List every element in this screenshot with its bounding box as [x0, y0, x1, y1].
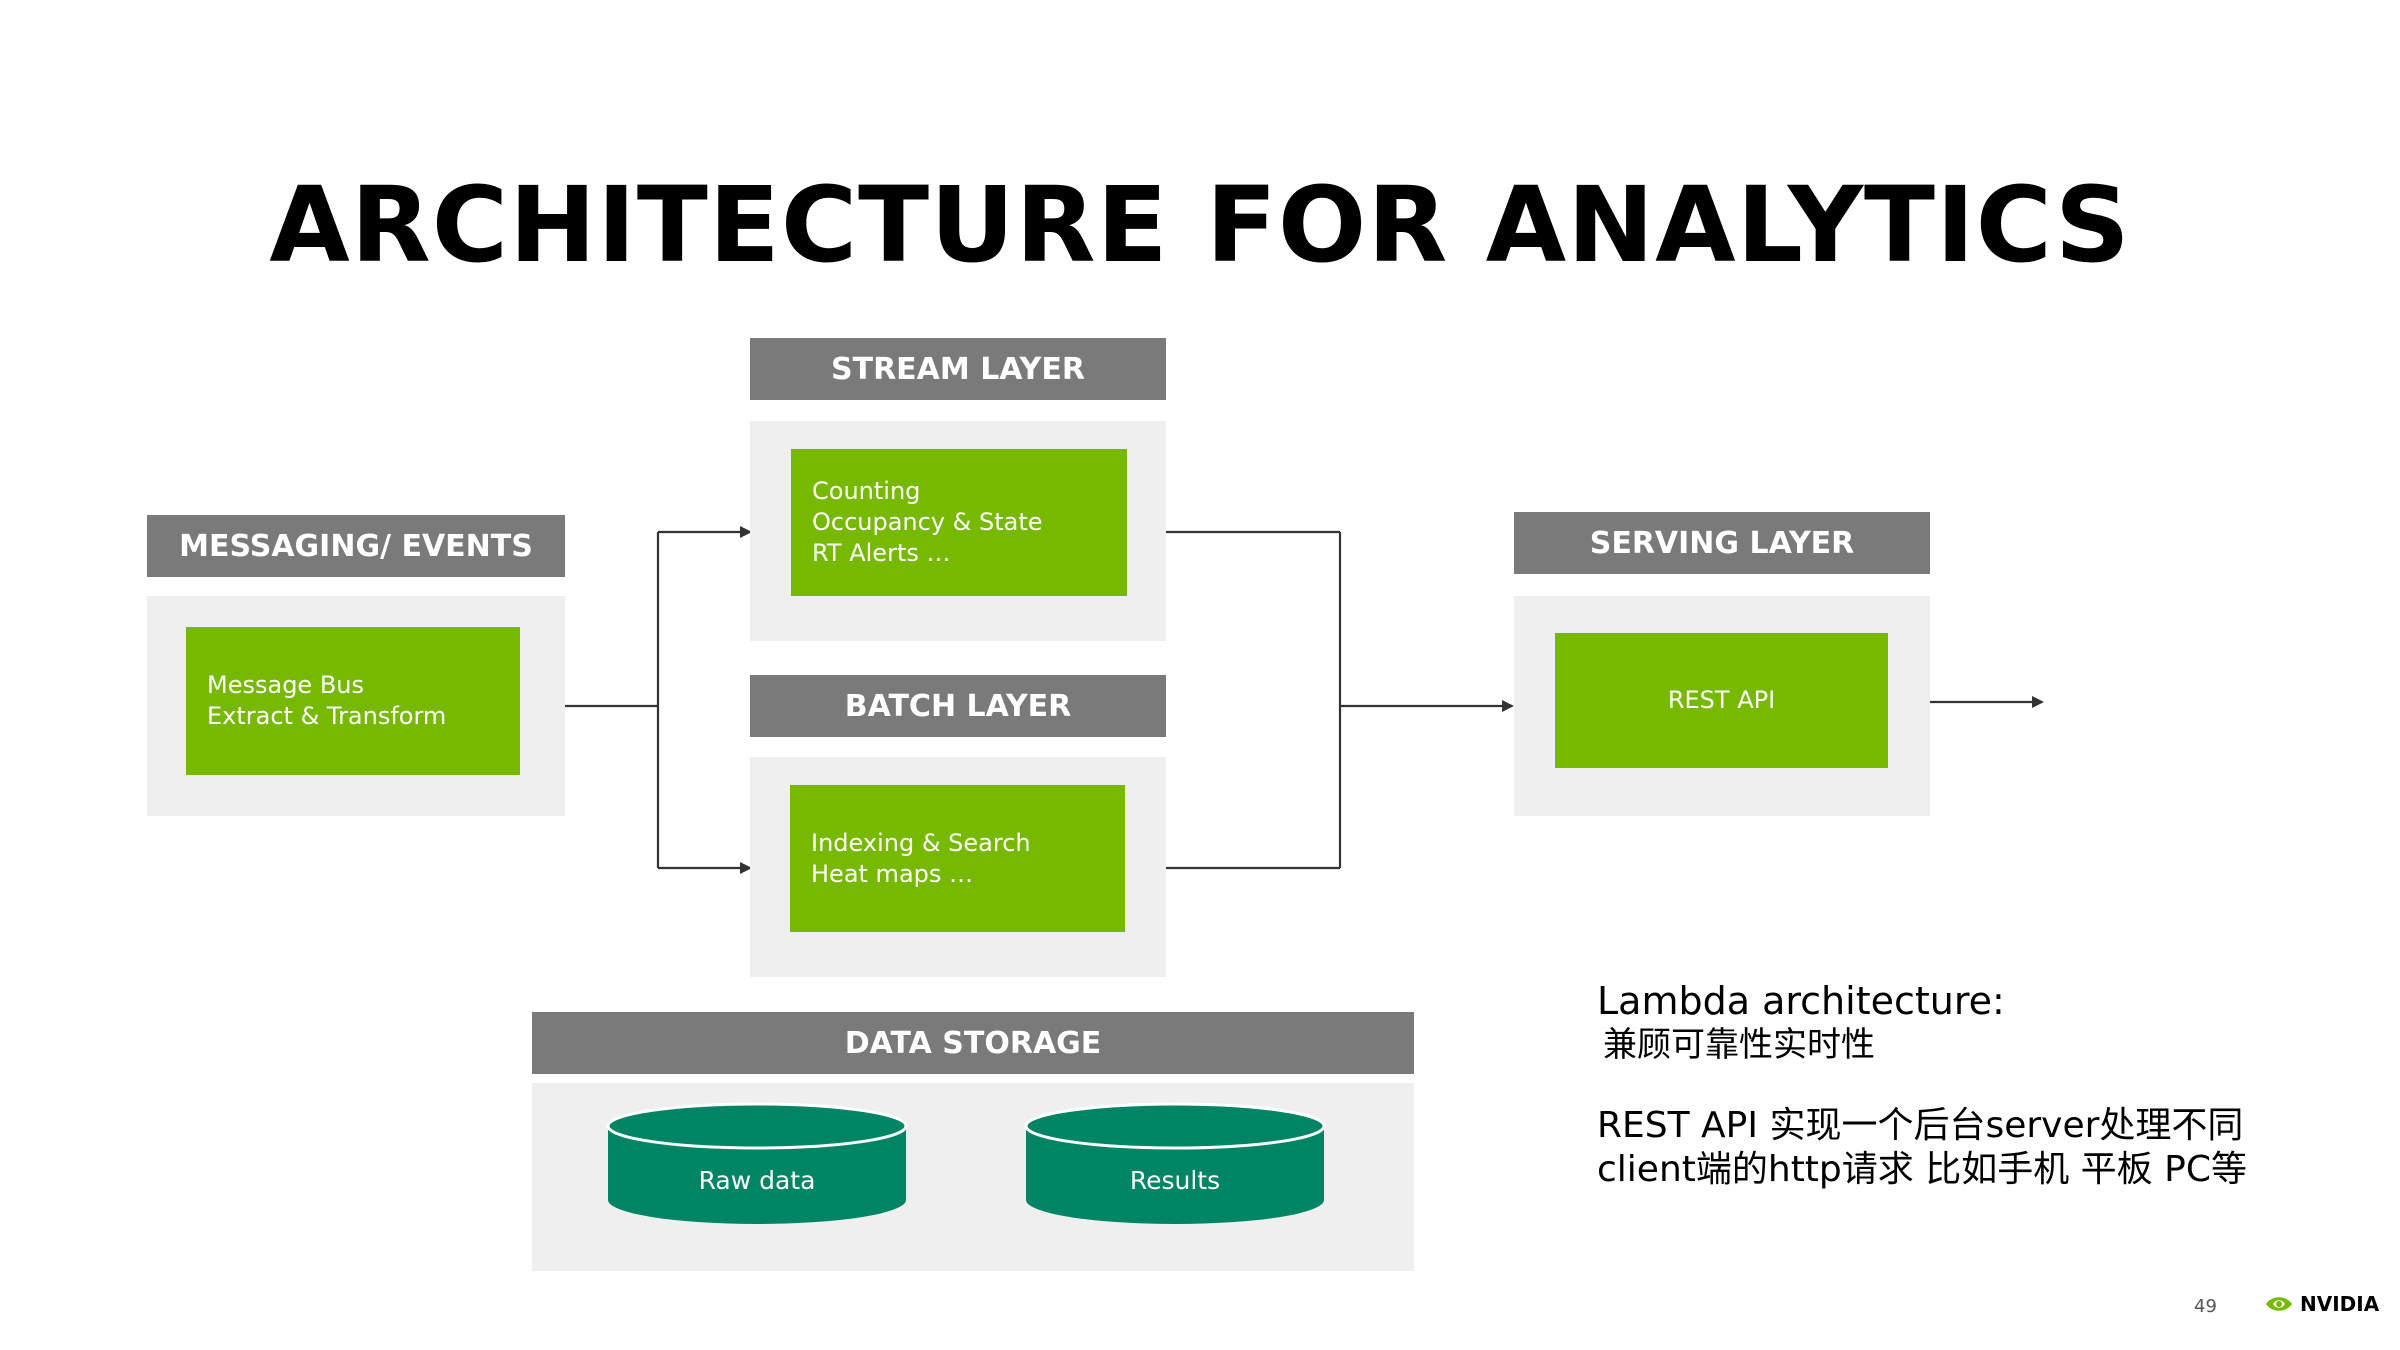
slide-title: ARCHITECTURE FOR ANALYTICS	[269, 164, 2131, 286]
storage-header: DATA STORAGE	[532, 1012, 1414, 1074]
batch-line-1: Indexing & Search	[811, 828, 1031, 857]
cylinder-icon	[606, 1102, 908, 1224]
stream-box: Counting Occupancy & State RT Alerts …	[791, 449, 1127, 596]
cylinder-icon	[1024, 1102, 1326, 1224]
results-cylinder: Results	[1024, 1102, 1326, 1226]
page-number: 49	[2194, 1296, 2217, 1317]
nvidia-logo-text: NVIDIA	[2300, 1292, 2380, 1316]
results-label: Results	[1129, 1165, 1221, 1195]
rest-note-line-2: client端的http请求 比如手机 平板 PC等	[1597, 1149, 2247, 1190]
stream-line-2: Occupancy & State	[812, 508, 1043, 536]
serving-label: REST API	[1667, 686, 1776, 714]
raw-data-label: Raw data	[698, 1165, 816, 1195]
lambda-title: Lambda architecture:	[1597, 979, 2005, 1023]
serving-box: REST API	[1555, 633, 1888, 768]
messaging-line-1: Message Bus	[207, 671, 364, 699]
raw-data-cylinder: Raw data	[606, 1102, 908, 1226]
rest-note-line-1: REST API 实现一个后台server处理不同	[1597, 1105, 2244, 1146]
nvidia-logo: NVIDIA	[2264, 1292, 2379, 1316]
messaging-line-2: Extract & Transform	[207, 702, 447, 730]
stream-line-1: Counting	[812, 477, 921, 505]
stream-line-3: RT Alerts …	[812, 539, 951, 567]
nvidia-eye-icon	[2266, 1297, 2292, 1311]
batch-box: Indexing & Search Heat maps …	[790, 785, 1125, 932]
stream-header: STREAM LAYER	[750, 338, 1166, 400]
lambda-description: 兼顾可靠性实时性	[1603, 1025, 1875, 1065]
messaging-box: Message Bus Extract & Transform	[186, 627, 520, 775]
messaging-header: MESSAGING/ EVENTS	[147, 515, 565, 577]
batch-line-2: Heat maps …	[811, 859, 974, 888]
serving-header: SERVING LAYER	[1514, 512, 1930, 574]
batch-header: BATCH LAYER	[750, 675, 1166, 737]
